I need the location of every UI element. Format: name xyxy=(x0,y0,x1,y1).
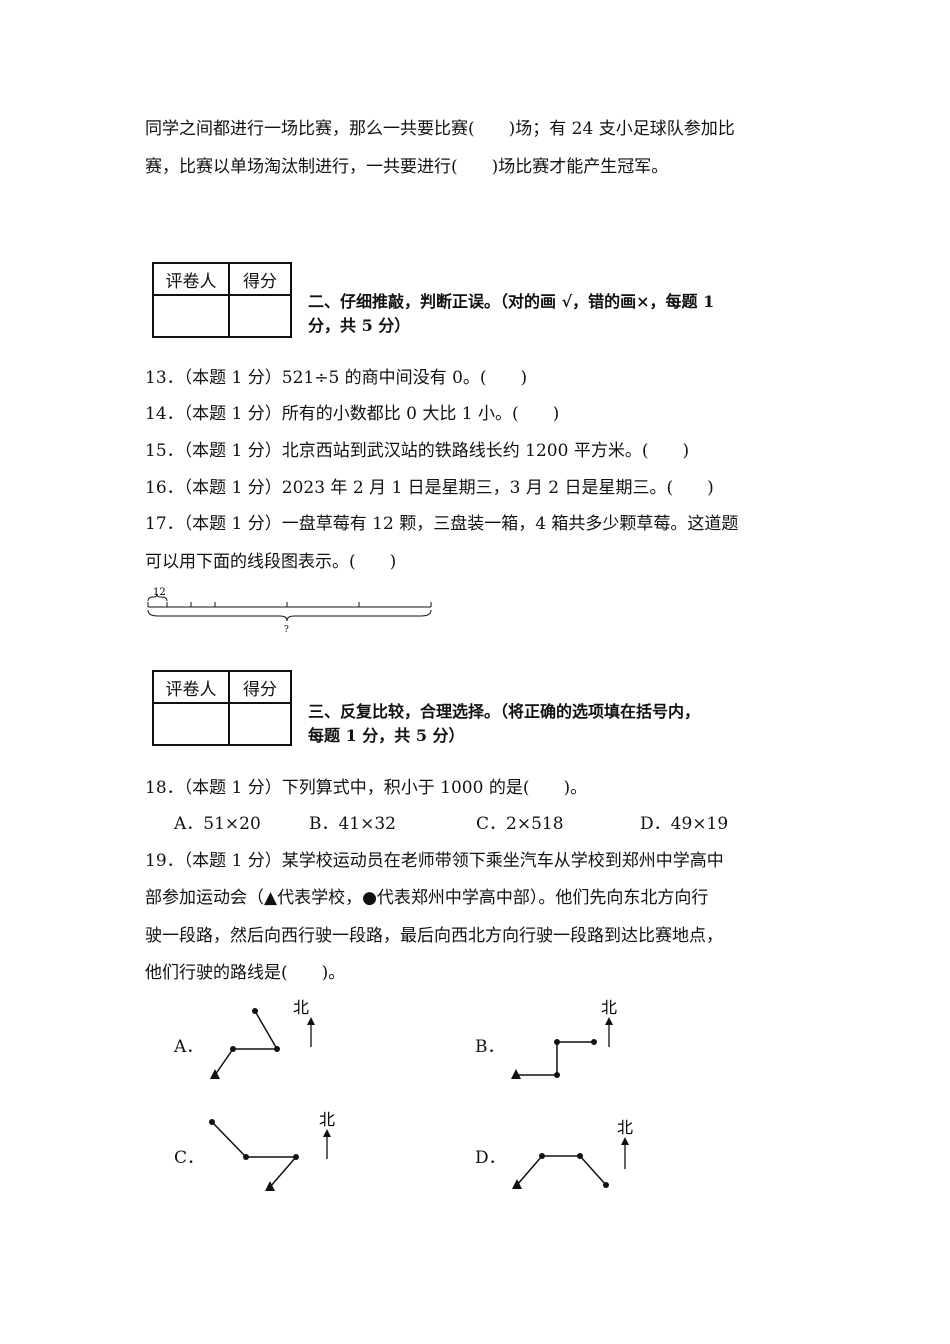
question-16: 16．（本题 1 分）2023 年 2 月 1 日是星期三，3 月 2 日是星期… xyxy=(145,478,714,498)
q19-option-a-label: A． xyxy=(174,1037,204,1057)
destination-dot-icon xyxy=(252,1008,258,1014)
segment-top-brace xyxy=(147,593,168,602)
question-15: 15．（本题 1 分）北京西站到武汉站的铁路线长约 1200 平方米。( ) xyxy=(145,441,690,461)
question-19-line-3: 驶一段路，然后向西行驶一段路，最后向西北方向行驶一段路到达比赛地点， xyxy=(145,926,723,946)
waypoint-dot-icon xyxy=(274,1046,280,1052)
q19-option-d-route: 北 xyxy=(512,1118,633,1189)
q19-option-d-label: D． xyxy=(475,1148,506,1168)
q19-option-c-route: 北 xyxy=(209,1110,335,1191)
question-19-line-4: 他们行驶的路线是( )。 xyxy=(145,963,346,983)
waypoint-dot-icon xyxy=(577,1153,583,1159)
q18-option-a: A．51×20 xyxy=(174,814,261,834)
score-box-grader-cell[interactable] xyxy=(152,702,230,746)
school-triangle-icon xyxy=(512,1179,522,1189)
school-triangle-icon xyxy=(210,1069,220,1079)
question-17-line-2: 可以用下面的线段图表示。( ) xyxy=(145,552,397,572)
north-label: 北 xyxy=(319,1110,335,1129)
q19-option-b-label: B． xyxy=(475,1037,505,1057)
destination-dot-icon xyxy=(209,1119,215,1125)
score-box-score-label: 得分 xyxy=(228,262,292,296)
q18-option-b: B．41×32 xyxy=(309,814,397,834)
segment-bottom-brace xyxy=(147,609,432,622)
north-label: 北 xyxy=(617,1118,633,1137)
segment-top-label: 12 xyxy=(153,587,166,598)
school-triangle-icon xyxy=(265,1181,275,1191)
q19-option-b-route: 北 xyxy=(511,998,617,1079)
intro-line-1: 同学之间都进行一场比赛，那么一共要比赛( )场；有 24 支小足球队参加比 xyxy=(145,119,735,139)
waypoint-dot-icon xyxy=(293,1154,299,1160)
waypoint-dot-icon xyxy=(243,1154,249,1160)
destination-dot-icon xyxy=(603,1182,609,1188)
question-14: 14．（本题 1 分）所有的小数都比 0 大比 1 小。( ) xyxy=(145,404,560,424)
question-18: 18．（本题 1 分）下列算式中，积小于 1000 的是( )。 xyxy=(145,778,588,798)
north-label: 北 xyxy=(601,998,617,1017)
q19-option-c-label: C． xyxy=(174,1148,205,1168)
score-box-grader-cell[interactable] xyxy=(152,294,230,338)
q18-option-d: D．49×19 xyxy=(640,814,729,834)
question-17-line-1: 17．（本题 1 分）一盘草莓有 12 颗，三盘装一箱，4 箱共多少颗草莓。这道… xyxy=(145,514,739,534)
section-2-title-line-2: 分，共 5 分） xyxy=(308,316,411,335)
intro-line-2: 赛，比赛以单场淘汰制进行，一共要进行( )场比赛才能产生冠军。 xyxy=(145,157,669,177)
segment-bottom-label: ? xyxy=(284,625,289,635)
question-19-line-1: 19．（本题 1 分）某学校运动员在老师带领下乘坐汽车从学校到郑州中学高中 xyxy=(145,851,724,871)
score-box-grader-label: 评卷人 xyxy=(152,262,230,296)
score-box-grader-label: 评卷人 xyxy=(152,670,230,704)
waypoint-dot-icon xyxy=(554,1039,560,1045)
question-19-line-2: 部参加运动会（▲代表学校，●代表郑州中学高中部）。他们先向东北方向行 xyxy=(145,888,709,908)
score-box-section-2: 评卷人 得分 xyxy=(152,262,292,338)
score-box-section-3: 评卷人 得分 xyxy=(152,670,292,746)
section-3-title-line-2: 每题 1 分，共 5 分） xyxy=(308,726,465,745)
section-2-title-line-1: 二、仔细推敲，判断正误。（对的画 √，错的画×，每题 1 xyxy=(308,292,715,311)
north-label: 北 xyxy=(293,998,309,1017)
q19-option-a-route: 北 xyxy=(210,998,315,1079)
section-3-title-line-1: 三、反复比较，合理选择。（将正确的选项填在括号内， xyxy=(308,702,701,721)
waypoint-dot-icon xyxy=(539,1153,545,1159)
score-box-score-cell[interactable] xyxy=(228,702,292,746)
question-13: 13．（本题 1 分）521÷5 的商中间没有 0。( ) xyxy=(145,368,528,388)
score-box-score-cell[interactable] xyxy=(228,294,292,338)
segment-diagram: 12 ? xyxy=(147,587,432,635)
waypoint-dot-icon xyxy=(230,1046,236,1052)
destination-dot-icon xyxy=(591,1039,597,1045)
q18-option-c: C．2×518 xyxy=(476,814,564,834)
score-box-score-label: 得分 xyxy=(228,670,292,704)
waypoint-dot-icon xyxy=(554,1072,560,1078)
school-triangle-icon xyxy=(511,1069,521,1079)
